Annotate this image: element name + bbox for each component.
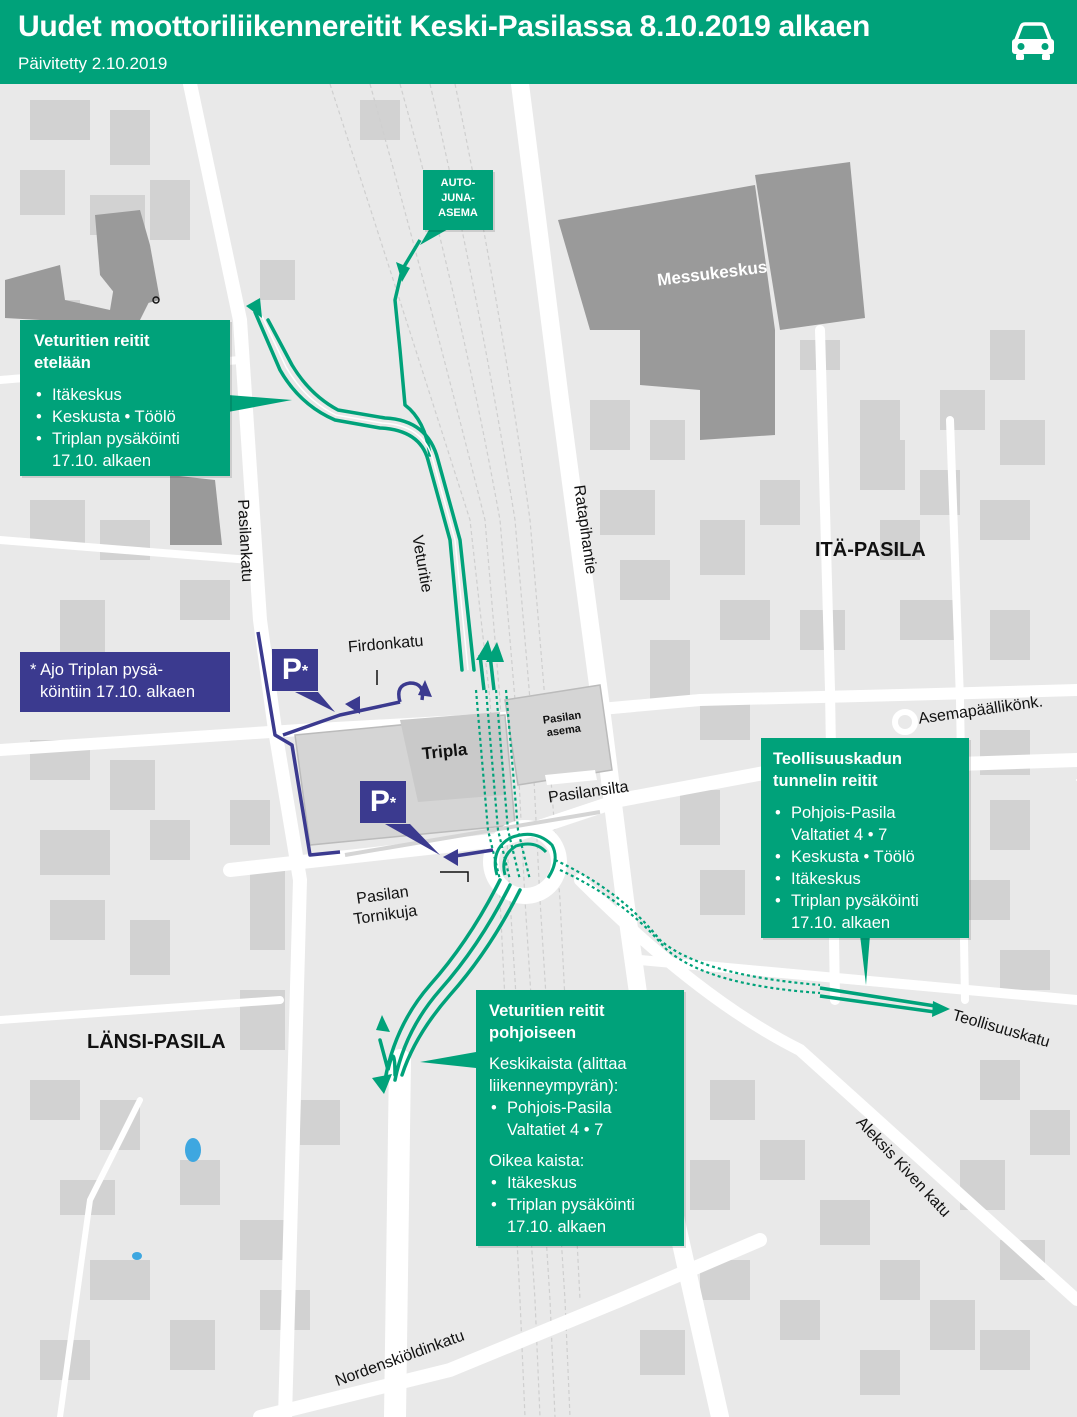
- route-roundabout: [493, 832, 557, 879]
- roads: [0, 84, 1077, 1417]
- parking-note-line-2: köintiin 17.10. alkaen: [40, 683, 196, 701]
- pond: [185, 1138, 201, 1162]
- pasilan-asema-text: Pasilan asema: [542, 709, 582, 740]
- car-icon: [1012, 22, 1054, 60]
- route-south: [253, 268, 476, 672]
- autojuna-line-1: AUTO-: [440, 177, 476, 189]
- route-south-centre: [261, 315, 469, 671]
- parking-badge-tornikuja: P*: [360, 781, 406, 823]
- south-routes-list: Itäkeskus Keskusta • Töölö Triplan pysäk…: [34, 384, 218, 472]
- arrow-head-north-2: [486, 642, 504, 662]
- bridge-edge: [344, 810, 601, 857]
- south-routes-title-1: Veturitien reitit: [34, 332, 150, 350]
- tunnel-routes-box: Teollisuuskadun tunnelin reitit Pohjois-…: [761, 738, 969, 938]
- south-route-item: Keskusta • Töölö: [34, 406, 218, 428]
- south-routes-box: Veturitien reitit etelään Itäkeskus Kesk…: [20, 320, 230, 476]
- north-routes-title-2: pohjoiseen: [489, 1024, 577, 1042]
- callout-tail-south: [228, 395, 292, 412]
- arrow-head-teollisuuskatu: [932, 1001, 950, 1017]
- south-route-item: Itäkeskus: [34, 384, 218, 406]
- route-teollisuuskatu: [819, 986, 936, 1014]
- dark-buildings: [5, 162, 865, 545]
- autojuna-box: AUTO- JUNA- ASEMA: [423, 170, 493, 230]
- parking-badge-asterisk: *: [301, 663, 309, 680]
- route-autojuna: [400, 239, 422, 271]
- lansi-pasila-label: LÄNSI-PASILA: [87, 1031, 226, 1053]
- parking-note-box: * Ajo Triplan pysä- köintiin 17.10. alka…: [20, 652, 230, 712]
- roundabout: [483, 820, 567, 904]
- parking-badge-label: P: [369, 785, 390, 818]
- arrow-head-parking-3: [443, 849, 458, 866]
- parking-badge-firdonkatu: P*: [272, 649, 318, 691]
- arrow-head-north-down: [372, 1074, 392, 1094]
- tunnel-route-item: Itäkeskus: [773, 868, 969, 890]
- callout-tail-north: [420, 1052, 476, 1068]
- callout-tail-autojuna: [420, 228, 450, 245]
- header: Uudet moottoriliikennereitit Keski-Pasil…: [0, 0, 1077, 84]
- arrow-head-autojuna: [396, 262, 410, 282]
- north-right-lane: Oikea kaista:: [489, 1152, 585, 1170]
- page-title: Uudet moottoriliikennereitit Keski-Pasil…: [18, 10, 871, 43]
- route-north: [378, 878, 522, 1082]
- north-routes-title-1: Veturitien reitit: [489, 1002, 605, 1020]
- small-roundabout: [892, 709, 918, 735]
- railway-tracks: [329, 84, 581, 1417]
- north-right-item: Triplan pysäköinti 17.10. alkaen: [489, 1194, 667, 1238]
- autojuna-line-2: JUNA-: [441, 192, 475, 204]
- tunnel-routes-list: Pohjois-Pasila Valtatiet 4 • 7 Keskusta …: [773, 802, 969, 934]
- map-marker: [152, 296, 160, 304]
- autojuna-line-3: ASEMA: [438, 207, 478, 219]
- north-middle-list: Pohjois-Pasila Valtatiet 4 • 7: [489, 1097, 684, 1141]
- tunnel-routes-title-1: Teollisuuskadun: [773, 750, 902, 768]
- north-middle-item: Pohjois-Pasila Valtatiet 4 • 7: [489, 1097, 637, 1141]
- callout-tail-p2: [385, 824, 440, 855]
- north-right-item: Itäkeskus: [489, 1172, 684, 1194]
- callout-tail-tunnel: [860, 935, 870, 985]
- route-parking: [256, 631, 494, 858]
- callout-tail-p1: [295, 692, 335, 712]
- updated-date: Päivitetty 2.10.2019: [18, 54, 168, 73]
- arrow-head-parking-1: [345, 696, 360, 714]
- south-routes-title-2: etelään: [34, 354, 91, 372]
- south-route-item: Triplan pysäköinti 17.10. alkaen: [34, 428, 212, 472]
- route-tunnel-dotted: [474, 689, 821, 995]
- north-right-list: Itäkeskus Triplan pysäköinti 17.10. alka…: [489, 1172, 684, 1238]
- ita-pasila-label: ITÄ-PASILA: [815, 539, 926, 561]
- map: AUTO- JUNA- ASEMA Messukeskus Tripla Pas…: [0, 84, 1077, 1417]
- parking-badge-label: P: [281, 653, 302, 686]
- north-middle-lane-1: Keskikaista (alittaa: [489, 1055, 627, 1073]
- north-middle-lane-2: liikenneympyrän):: [489, 1077, 619, 1095]
- parking-badge-asterisk: *: [389, 795, 397, 812]
- tunnel-route-item: Pohjois-Pasila Valtatiet 4 • 7: [773, 802, 921, 846]
- arrow-head-south: [246, 298, 262, 318]
- tunnel-route-item: Triplan pysäköinti 17.10. alkaen: [773, 890, 951, 934]
- buildings: [20, 100, 1070, 1395]
- tunnel-routes-title-2: tunnelin reitit: [773, 772, 878, 790]
- arrow-head-north-1: [476, 640, 494, 660]
- north-routes-box: Veturitien reitit pohjoiseen Keskikaista…: [476, 990, 684, 1246]
- leader-lines: [376, 670, 469, 882]
- parking-note-line-1: * Ajo Triplan pysä-: [30, 661, 163, 679]
- pond-small: [132, 1252, 142, 1260]
- tunnel-route-item: Keskusta • Töölö: [773, 846, 969, 868]
- arrow-head-parking-2: [418, 680, 432, 697]
- arrow-head-north-up: [376, 1015, 390, 1032]
